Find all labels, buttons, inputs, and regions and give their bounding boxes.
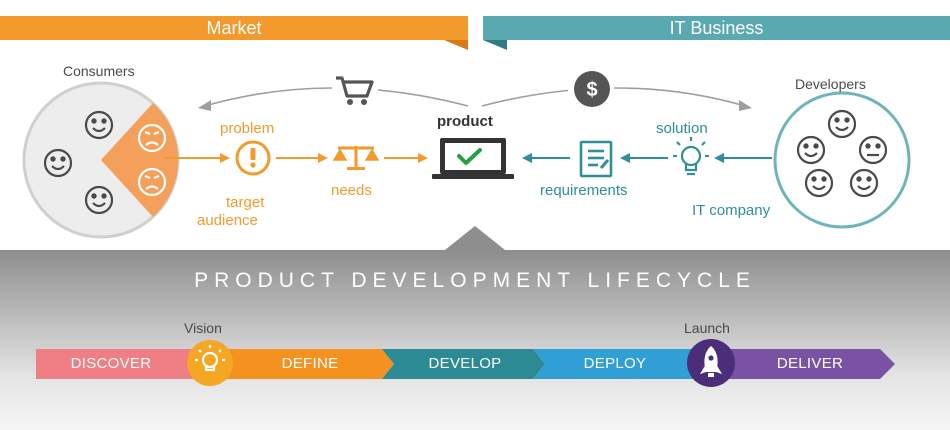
flow-arrow-solution-requirements — [620, 153, 668, 163]
flow-arrow-needs-product — [384, 153, 428, 163]
flow-arrow-problem-needs — [276, 153, 328, 163]
product-label: product — [437, 113, 493, 130]
svg-text:$: $ — [586, 79, 597, 101]
flow-arrow-consumers-problem — [165, 153, 230, 163]
market-banner-label: Market — [206, 18, 262, 38]
smiley-icon — [827, 109, 857, 139]
developers-label: Developers — [795, 76, 866, 92]
target-audience-label-line2: audience — [197, 212, 258, 229]
target-audience-label-line1: target — [226, 194, 265, 211]
neutral-face-icon — [858, 135, 888, 165]
solution-label: solution — [656, 120, 708, 137]
consumers-circle — [22, 81, 180, 239]
lightbulb-icon — [673, 137, 709, 176]
developers-circle — [773, 91, 911, 229]
consumers-label: Consumers — [63, 63, 135, 79]
it-company-label: IT company — [692, 202, 771, 219]
lifecycle-band — [0, 250, 950, 430]
vision-label: Vision — [184, 320, 222, 336]
it-business-banner — [483, 16, 950, 50]
needs-label: needs — [331, 182, 372, 199]
smiley-icon — [84, 110, 114, 140]
smiley-icon — [796, 135, 826, 165]
lightbulb-icon — [195, 345, 225, 372]
laptop-check-icon — [432, 138, 514, 179]
problem-label: problem — [220, 120, 275, 137]
lifecycle-title: PRODUCT DEVELOPMENT LIFECYCLE — [194, 269, 756, 292]
launch-label: Launch — [684, 320, 730, 336]
flow-arrow-requirements-product — [522, 153, 570, 163]
stage-deploy-label: DEPLOY — [583, 355, 647, 372]
smiley-icon — [804, 168, 834, 198]
stage-discover — [36, 349, 209, 379]
it-curve-arrow — [481, 87, 752, 111]
scale-icon — [332, 146, 380, 170]
dollar-icon: $ — [574, 71, 610, 107]
flow-arrow-developers-solution — [714, 153, 772, 163]
it-business-banner-label: IT Business — [669, 18, 764, 38]
stage-develop — [382, 349, 545, 379]
sad-icon — [137, 123, 167, 153]
stage-deploy — [533, 349, 712, 379]
vision-marker — [187, 340, 233, 386]
center-notch — [445, 226, 505, 250]
sad-icon — [137, 167, 167, 197]
smiley-icon — [849, 168, 879, 198]
stage-discover-label: DISCOVER — [70, 355, 152, 372]
stage-define — [197, 349, 394, 379]
stage-deliver-label: DELIVER — [776, 355, 844, 372]
stage-develop-label: DEVELOP — [428, 355, 502, 372]
warning-icon — [235, 140, 271, 176]
document-icon — [579, 140, 613, 178]
market-banner — [0, 16, 468, 50]
launch-marker — [687, 339, 735, 387]
smiley-icon — [43, 148, 73, 178]
requirements-label: requirements — [540, 182, 628, 199]
rocket-icon — [700, 346, 722, 377]
cart-icon — [336, 76, 374, 105]
smiley-icon — [84, 185, 114, 215]
stage-define-label: DEFINE — [281, 355, 339, 372]
stage-deliver — [700, 349, 895, 379]
